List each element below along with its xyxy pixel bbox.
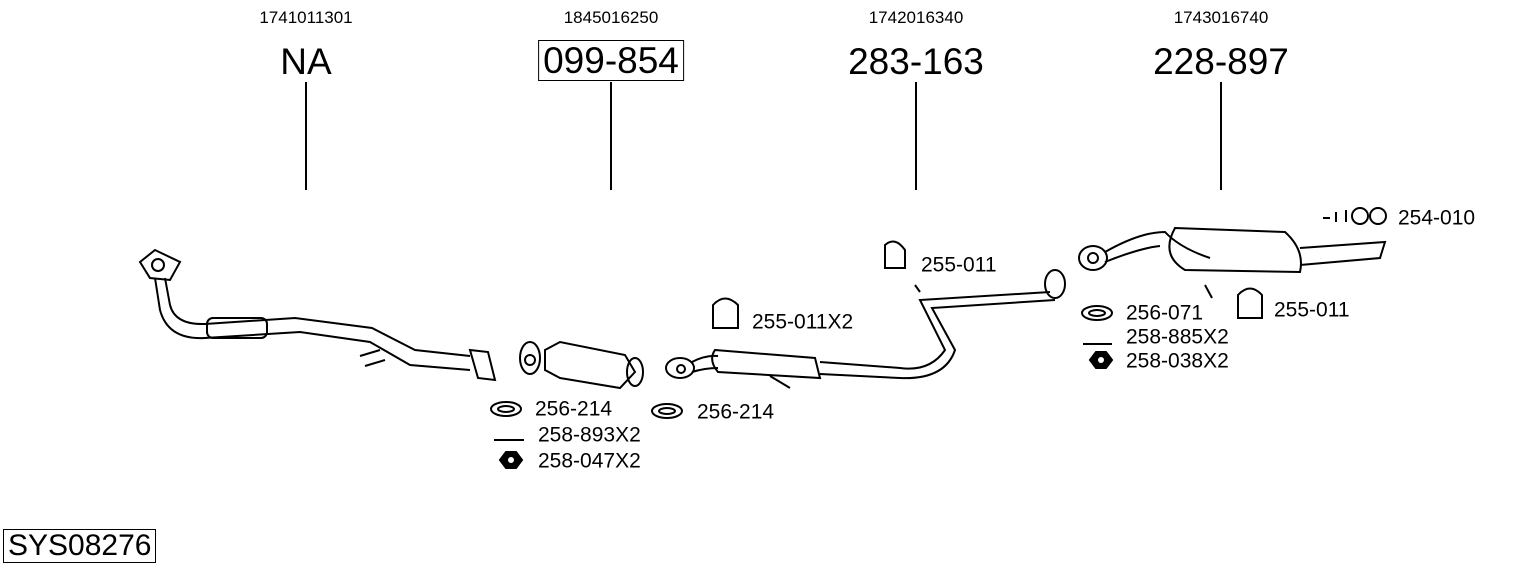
accessory-label[interactable]: 258-885X2 xyxy=(1126,325,1229,349)
front-pipe-drawing xyxy=(138,248,497,382)
hanger-icon xyxy=(712,297,739,329)
accessory-label[interactable]: 254-010 xyxy=(1398,206,1476,230)
rear-silencer-drawing xyxy=(1078,226,1387,299)
centre-silencer-drawing xyxy=(665,269,1066,389)
accessory-label[interactable]: 258-047X2 xyxy=(538,449,641,473)
part-code-4[interactable]: 228-897 xyxy=(1153,41,1289,82)
accessory-label[interactable]: 256-071 xyxy=(1126,301,1204,325)
nut-icon xyxy=(498,451,524,469)
part-number-2: 1845016250 xyxy=(563,8,659,27)
hanger-icon xyxy=(884,240,906,269)
nut-icon xyxy=(1088,351,1114,369)
mount-kit-icon xyxy=(1323,207,1387,225)
accessory-label[interactable]: 255-011 xyxy=(1274,298,1350,322)
system-code: SYS08276 xyxy=(3,529,157,563)
part-number-1: 1741011301 xyxy=(259,8,353,27)
part-code-2[interactable]: 099-854 xyxy=(538,40,684,81)
gasket-icon xyxy=(1081,305,1113,321)
accessory-label[interactable]: 255-011X2 xyxy=(752,310,854,334)
accessory-label[interactable]: 258-038X2 xyxy=(1126,349,1229,373)
accessory-label[interactable]: 258-893X2 xyxy=(538,423,641,447)
accessory-label[interactable]: 256-214 xyxy=(697,400,775,424)
part-code-3[interactable]: 283-163 xyxy=(848,41,984,82)
part-number-4: 1743016740 xyxy=(1173,8,1269,27)
part-code-1[interactable]: NA xyxy=(280,41,332,82)
gasket-icon xyxy=(651,403,683,419)
gasket-icon xyxy=(490,401,522,417)
accessory-label[interactable]: 256-214 xyxy=(535,397,613,421)
hanger-icon xyxy=(1237,287,1263,319)
catalytic-converter-drawing xyxy=(519,340,644,390)
part-number-3: 1742016340 xyxy=(868,8,964,27)
accessory-label[interactable]: 255-011 xyxy=(921,253,997,277)
